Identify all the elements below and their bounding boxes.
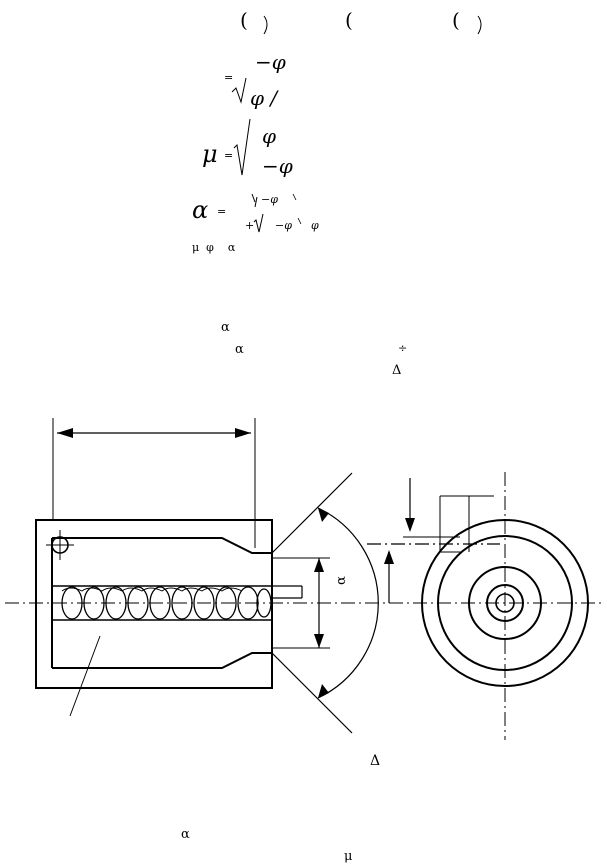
text-alpha-2: α	[235, 342, 244, 357]
footer-alpha: α	[181, 827, 190, 842]
text-division-sign: ÷	[398, 342, 408, 355]
formula-4-alpha: α	[192, 196, 209, 224]
formula-4-equals: =	[217, 205, 227, 218]
formula-4-denominator-phi: −φ	[275, 219, 292, 232]
formula-3-mu: μ	[202, 140, 218, 168]
symbols-line: μ φ α	[192, 241, 236, 254]
formula-4-denominator-plus: +	[245, 219, 255, 232]
length-dimension	[52, 418, 256, 548]
text-alpha-1: α	[221, 320, 230, 335]
formula-1-bracket-b: (	[345, 8, 353, 32]
formula-2-denominator: φ /	[250, 86, 278, 110]
chamber-upper-profile	[52, 537, 272, 554]
inlet-port-icon	[46, 530, 74, 560]
formula-3-denominator: −φ	[262, 154, 293, 178]
text-delta-1: Δ	[392, 363, 402, 378]
footer-mu: μ	[344, 849, 353, 864]
offset-dimension	[367, 478, 500, 603]
formula-2-numerator: −φ	[255, 50, 286, 74]
formula-2-equals: =	[224, 71, 234, 84]
cone-angle-arc	[317, 507, 379, 699]
chamber-lower-profile	[52, 652, 272, 669]
formula-3-equals: =	[224, 149, 234, 162]
figure-delta-label: Δ	[370, 753, 381, 769]
formula-3-numerator: φ	[262, 124, 277, 148]
formula-4-denominator-phi2: φ	[311, 219, 319, 232]
spray-cone-upper	[271, 472, 353, 554]
leader-line	[69, 635, 101, 717]
spray-cone-lower	[271, 652, 353, 734]
cone-angle-label: α	[333, 576, 349, 585]
formula-4-numerator: −φ	[261, 193, 278, 206]
formula-1-bracket-c: (	[452, 8, 460, 32]
housing-outline	[35, 519, 273, 689]
formula-1-bracket-a: (	[240, 8, 248, 32]
end-view	[421, 472, 589, 740]
